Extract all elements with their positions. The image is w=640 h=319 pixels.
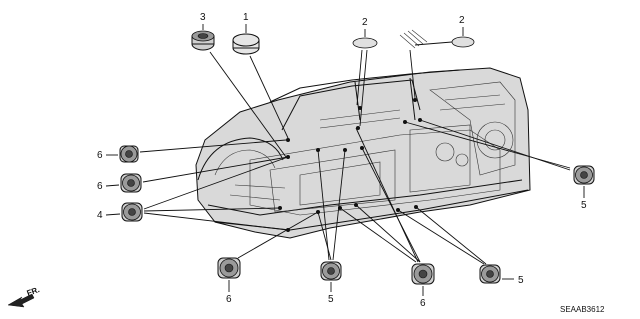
callout-4-left: 4 <box>97 210 103 221</box>
part-code: SEAAB3612 <box>560 305 605 314</box>
callout-6-bottom-a: 6 <box>226 294 232 305</box>
part-5-grommet-bottom <box>320 261 342 281</box>
callout-2-b: 2 <box>459 15 465 26</box>
part-6-grommet-bottom-a <box>217 257 241 279</box>
callout-1: 1 <box>243 12 249 23</box>
part-6-grommet-left-b <box>120 173 142 193</box>
part-1-plug <box>232 33 260 55</box>
part-3-grommet <box>191 30 215 51</box>
part-6-grommet-bottom-b <box>411 263 435 285</box>
front-arrow-icon <box>7 293 35 308</box>
callout-5-right: 5 <box>581 200 587 211</box>
part-2-seal-b <box>451 36 475 48</box>
part-5-grommet-right <box>573 165 595 185</box>
callout-6-left-a: 6 <box>97 150 103 161</box>
callout-6-left-b: 6 <box>97 181 103 192</box>
callout-2-a: 2 <box>362 17 368 28</box>
part-6-grommet-left-a <box>119 145 139 163</box>
callout-6-bottom-b: 6 <box>420 298 426 309</box>
seal-location-detail <box>399 29 453 49</box>
direction-label: FR. <box>26 285 41 298</box>
part-5-grommet-bottom-right <box>479 264 501 284</box>
callout-3: 3 <box>200 12 206 23</box>
car-body-frame <box>195 67 531 239</box>
part-4-grommet-left <box>121 202 143 222</box>
callout-5-bottom: 5 <box>328 294 334 305</box>
callout-5-bottom-right: 5 <box>518 275 524 286</box>
part-2-seal-a <box>352 37 378 49</box>
top-leaders <box>209 49 416 158</box>
